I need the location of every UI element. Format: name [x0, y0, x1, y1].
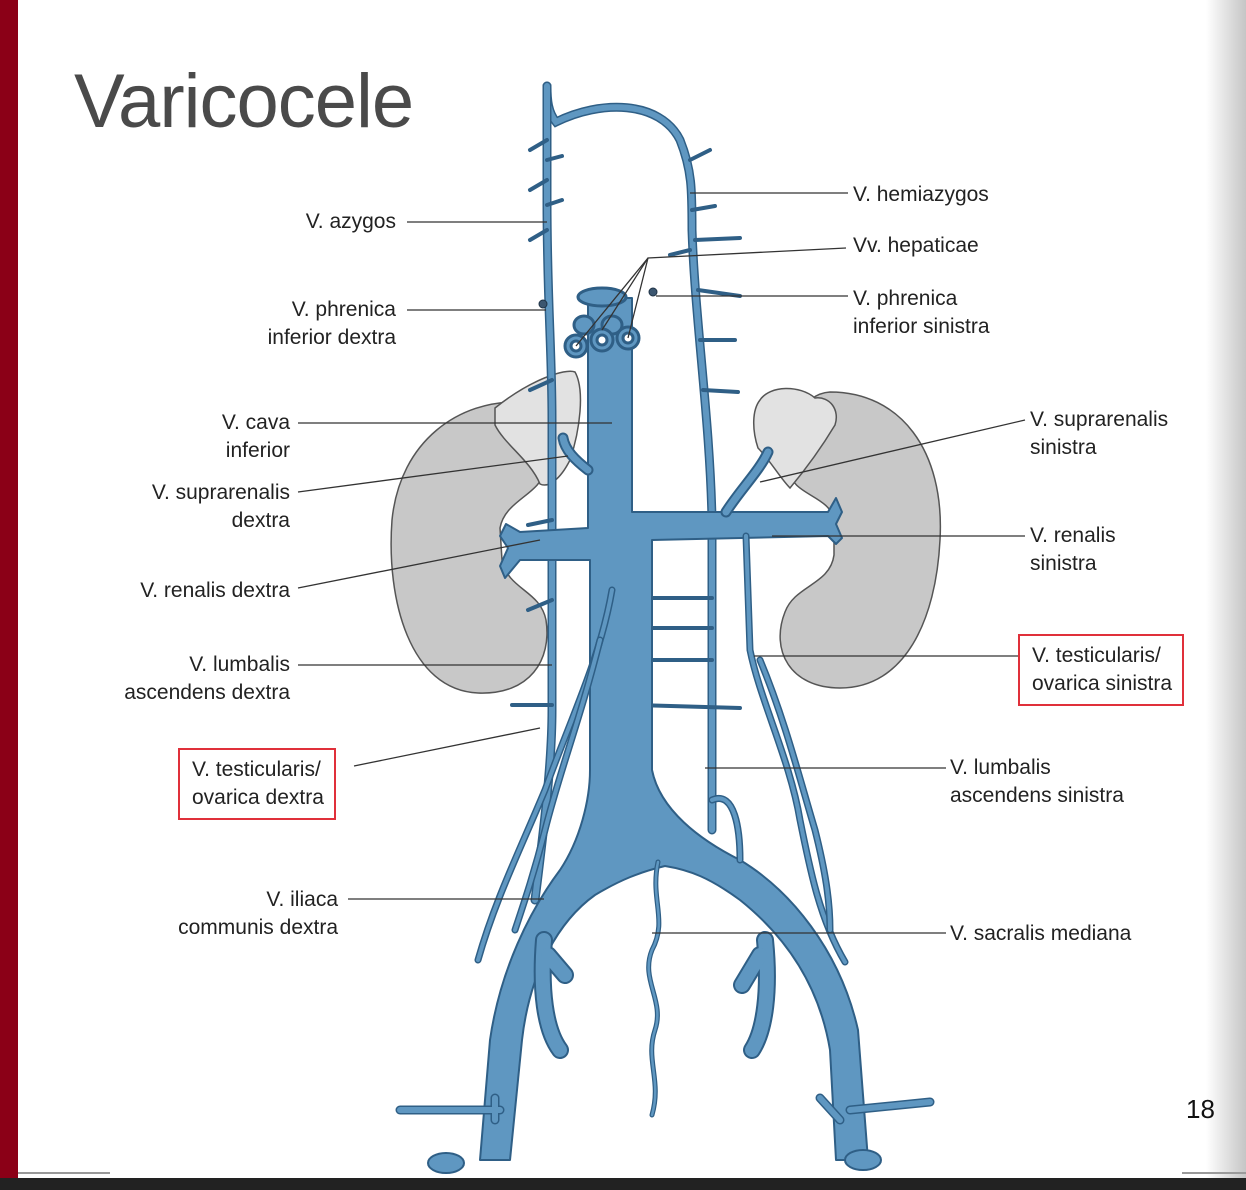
- label-azygos: V. azygos: [306, 208, 396, 236]
- median-sacral-vein: [649, 862, 659, 1115]
- label-hepaticae: Vv. hepaticae: [853, 232, 979, 260]
- label-hemiazygos: V. hemiazygos: [853, 181, 989, 209]
- label-renalis-dextra: V. renalis dextra: [140, 577, 290, 605]
- page-number: 18: [1186, 1094, 1215, 1125]
- label-sacralis-mediana: V. sacralis mediana: [950, 920, 1131, 948]
- label-testicularis-dextra: V. testicularis/ovarica dextra: [178, 748, 336, 820]
- label-testicularis-sinistra: V. testicularis/ovarica sinistra: [1018, 634, 1184, 706]
